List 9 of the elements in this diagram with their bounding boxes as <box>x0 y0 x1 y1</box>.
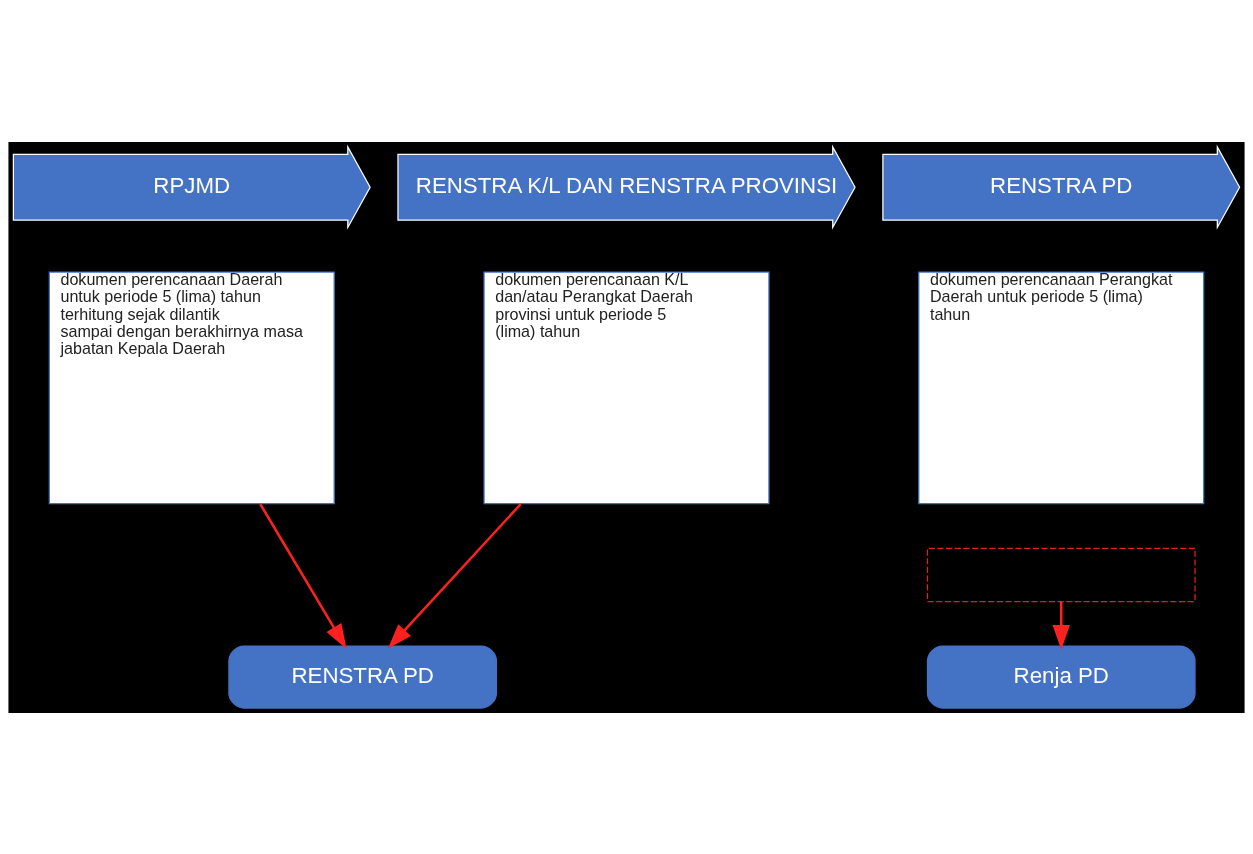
arrow <box>1052 601 1070 650</box>
node-box: dokumen perencanaan Perangkat Daerah untuk periode 5 (lima) tahun <box>918 270 1205 504</box>
node-box: RENSTRA PD <box>228 645 498 709</box>
node-box: dokumen perencanaan Daerah untuk periode 5 (lima) tahun terhitung sejak dilantik sampai dengan berakhirnya masa jabatan Kepala Daerah <box>48 270 335 504</box>
arrow <box>387 502 522 648</box>
node-box: Renja PD <box>926 645 1196 709</box>
node-box <box>926 547 1196 602</box>
node-box: dokumen perencanaan K/L dan/atau Perangkat Daerah provinsi untuk periode 5 (lima) tahun <box>483 270 770 504</box>
arrow <box>259 502 347 649</box>
